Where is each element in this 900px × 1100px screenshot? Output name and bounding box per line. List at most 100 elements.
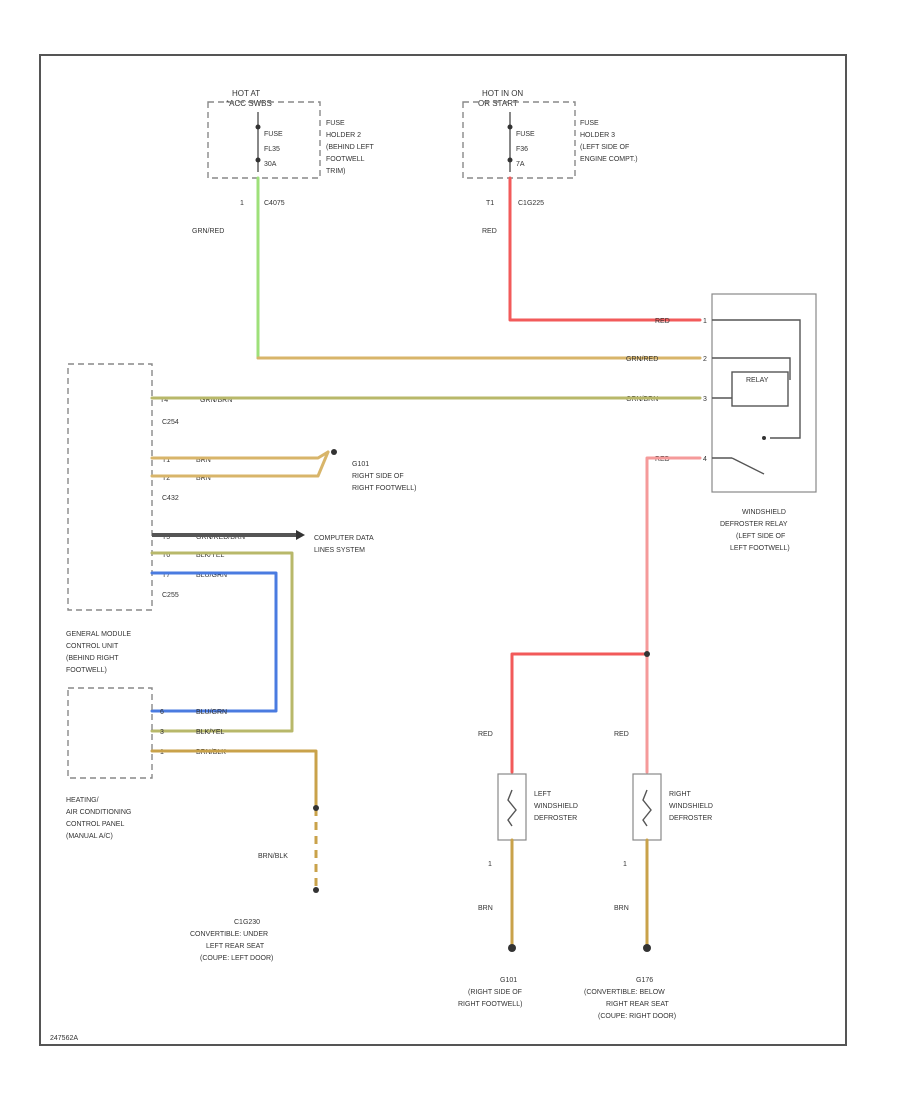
fuse-left-pin: 1 <box>240 200 244 207</box>
gem-label-line: GENERAL MODULE <box>66 631 131 638</box>
ground-g101b-label: G101 (RIGHT SIDE OF RIGHT FOOTWELL) <box>458 977 522 1008</box>
fuse-right-holder-line: ENGINE COMPT.) <box>580 156 638 163</box>
fuse-right-hot-sub-label: OR START <box>478 99 518 108</box>
splice-dot <box>313 805 319 811</box>
relay-pin1: 1 <box>703 318 707 325</box>
fuse-right-holder-line: HOLDER 3 <box>580 132 615 139</box>
wire-blu-grn <box>150 571 278 713</box>
figure-id: 247562A <box>50 1035 78 1042</box>
wire-red-left-defroster <box>510 652 649 774</box>
relay-label-line: WINDSHIELD <box>742 509 786 516</box>
fuse-left-holder-line: FUSE <box>326 120 345 127</box>
left-defroster-box <box>497 773 527 841</box>
hvac-label-line: (MANUAL A/C) <box>66 833 113 840</box>
left-ground-point <box>508 944 516 952</box>
fuse-holder-right: HOT IN ON OR START FUSE F36 7A FUSE HOLD… <box>462 89 638 235</box>
ground-g176-code: G176 <box>636 977 653 984</box>
hvac-control-panel: 6 3 1 BLU/GRN BLK/YEL BRN/BLK HEATING/ A… <box>66 687 227 840</box>
fuse-right-connector: C1G225 <box>518 200 544 207</box>
wire-brn-g101-a <box>150 450 330 460</box>
wire-red-relay-out <box>645 456 702 656</box>
relay-coil-label: RELAY <box>746 377 769 384</box>
gem-pin: T5 <box>162 534 170 541</box>
relay-switch-contact <box>731 457 765 475</box>
hvac-label-line: AIR CONDITIONING <box>66 809 131 816</box>
general-module: T4 C254 T1 T2 C432 T5 T6 T7 C255 GRN/BRN… <box>66 363 245 674</box>
relay-internal-feed <box>712 319 801 439</box>
relay-wire2-label: GRN/RED <box>626 356 658 363</box>
gem-pin: T7 <box>162 572 170 579</box>
gem-pin: T2 <box>162 475 170 482</box>
fuse-left-terminal-top <box>255 124 261 130</box>
relay-internal-coil-feed <box>712 357 791 380</box>
fuse-left-box <box>207 101 321 179</box>
data-lines-label: LINES SYSTEM <box>314 547 365 554</box>
relay-label-line: LEFT FOOTWELL) <box>730 545 790 552</box>
gem-wire-label: BLK/YEL <box>196 552 225 559</box>
fuse-left-wire-label: GRN/RED <box>192 228 224 235</box>
hvac-pin: 6 <box>160 709 164 716</box>
fuse-left-holder-line: TRIM) <box>326 168 345 175</box>
relay-wire1-label: RED <box>655 318 670 325</box>
right-defroster-pin: 1 <box>623 861 627 868</box>
hvac-wire-label: BLU/GRN <box>196 709 227 716</box>
ground-g101-code: G101 <box>352 461 369 468</box>
right-ground-point <box>643 944 651 952</box>
right-defroster-label: WINDSHIELD <box>669 803 713 810</box>
conv-ground-point <box>313 887 319 893</box>
gem-connector: C432 <box>162 495 179 502</box>
right-defroster-heating-element-icon <box>642 789 652 827</box>
fuse-left-hot-label: HOT AT <box>232 89 260 98</box>
fuse-left-hot-sub-label: *ACC SWBS <box>226 99 272 108</box>
right-defroster-wire-out: BRN <box>614 905 629 912</box>
wire-brn-blk <box>150 749 318 810</box>
wire-red-fuse-to-relay <box>508 176 702 322</box>
fuse-right-amps: 7A <box>516 161 525 168</box>
conv-ground-line: (COUPE: LEFT DOOR) <box>200 955 273 962</box>
conv-ground-line: LEFT REAR SEAT <box>206 943 265 950</box>
right-defroster-box <box>632 773 662 841</box>
fuse-right-terminal-bottom <box>507 157 513 163</box>
fuse-left-holder-line: HOLDER 2 <box>326 132 361 139</box>
hvac-pin: 3 <box>160 729 164 736</box>
conv-ground-wire-label: BRN/BLK <box>258 853 288 860</box>
relay-box <box>711 293 817 493</box>
fuse-left-connector: C4075 <box>264 200 285 207</box>
left-defroster-wire-out: BRN <box>478 905 493 912</box>
fuse-right-fuse-label: FUSE <box>516 131 535 138</box>
data-lines-label: COMPUTER DATA <box>314 535 374 542</box>
ground-g101-line: RIGHT SIDE OF <box>352 473 404 480</box>
fuse-right-terminal-top <box>507 124 513 130</box>
ground-g176-line: (CONVERTIBLE: BELOW <box>584 989 665 996</box>
ground-g176-label: G176 (CONVERTIBLE: BELOW RIGHT REAR SEAT… <box>584 977 676 1020</box>
gem-label-line: FOOTWELL) <box>66 667 107 674</box>
fuse-left-holder-line: (BEHIND LEFT <box>326 144 375 151</box>
hvac-label-line: CONTROL PANEL <box>66 821 124 828</box>
gem-pin: T4 <box>160 397 168 404</box>
left-defroster-label: DEFROSTER <box>534 815 577 822</box>
fuse-left-id: FL35 <box>264 146 280 153</box>
ground-g101-label: G101 RIGHT SIDE OF RIGHT FOOTWELL) <box>352 461 416 492</box>
conv-ground-code: C1G230 <box>234 919 260 926</box>
ground-g176-line: RIGHT REAR SEAT <box>606 1001 669 1008</box>
fuse-left-holder-line: FOOTWELL <box>326 156 365 163</box>
left-defroster: RED LEFT WINDSHIELD DEFROSTER 1 BRN <box>478 731 578 912</box>
gem-connector: C254 <box>162 419 179 426</box>
fuse-right-box <box>462 101 576 179</box>
wire-brn-g101-b <box>150 450 330 478</box>
diagram-frame <box>39 54 847 1046</box>
gem-wire-label: GRN/RED/BRN <box>196 534 245 541</box>
fuse-left-fuse-label: FUSE <box>264 131 283 138</box>
left-defroster-label: LEFT <box>534 791 552 798</box>
relay-label-line: (LEFT SIDE OF <box>736 533 785 540</box>
right-defroster: RED RIGHT WINDSHIELD DEFROSTER 1 BRN <box>614 731 713 912</box>
ground-g176-line: (COUPE: RIGHT DOOR) <box>598 1013 676 1020</box>
left-defroster-wire-in: RED <box>478 731 493 738</box>
gem-label-line: (BEHIND RIGHT <box>66 655 119 662</box>
fuse-right-holder-line: FUSE <box>580 120 599 127</box>
relay-label-line: DEFROSTER RELAY <box>720 521 788 528</box>
fuse-right-holder-line: (LEFT SIDE OF <box>580 144 629 151</box>
gem-wire-label: BRN <box>196 475 211 482</box>
gem-connector: C255 <box>162 592 179 599</box>
